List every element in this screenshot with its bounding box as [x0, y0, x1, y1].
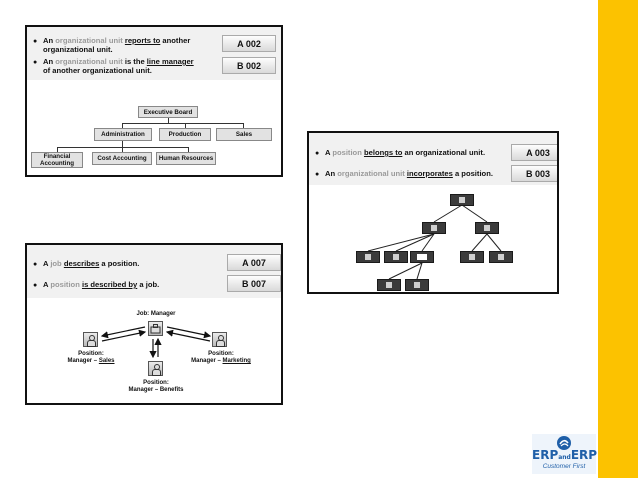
erp-and-erp-logo: ERPandERP Customer First [532, 434, 598, 474]
code-a007: A 007 [227, 254, 281, 271]
org-unit-icon [422, 222, 446, 234]
code-b007: B 007 [227, 275, 281, 292]
relation-text: An organizational unit reports to anothe… [43, 36, 191, 54]
logo-tagline: Customer First [542, 463, 586, 470]
position-icon [377, 279, 401, 291]
org-box-production: Production [159, 128, 211, 141]
relation-arrows [100, 326, 212, 359]
connector [122, 123, 243, 124]
connector [122, 123, 123, 128]
job-manager-label: Job: Manager [136, 311, 176, 317]
org-box-cost-accounting: Cost Accounting [92, 152, 152, 165]
connector [122, 141, 123, 147]
code-b002: B 002 [222, 57, 276, 74]
bullet-icon: ● [33, 282, 38, 289]
org-box-human-resources: Human Resources [156, 152, 216, 165]
org-box-executive-board: Executive Board [138, 106, 198, 118]
org-unit-root-icon [450, 194, 474, 206]
connector [57, 147, 58, 152]
position-marketing-icon [212, 332, 227, 347]
relation-text: An organizational unit incorporates a po… [325, 169, 493, 178]
position-benefits-icon [148, 361, 163, 376]
position-marketing-label: Position:Manager – Marketing [191, 351, 251, 364]
job-icon [148, 321, 163, 336]
position-benefits-label: Position:Manager – Benefits [128, 380, 184, 393]
yellow-side-bar [598, 0, 638, 478]
code-a002: A 002 [222, 35, 276, 52]
position-icon [405, 279, 429, 291]
position-icon [356, 251, 380, 263]
panel-position-org-relations: ● A position belongs to an organizationa… [307, 131, 559, 294]
org-box-financial-accounting: Financial Accounting [31, 152, 83, 168]
org-box-sales: Sales [216, 128, 272, 141]
connector [188, 147, 189, 152]
position-icon [460, 251, 484, 263]
relation-text: An organizational unit is the line manag… [43, 57, 194, 75]
bullet-icon: ● [315, 171, 320, 178]
bullet-icon: ● [33, 59, 38, 66]
position-icon [384, 251, 408, 263]
panel-job-position-relations: ● A job describes a position. A 007 ● A … [25, 243, 283, 405]
bullet-icon: ● [315, 150, 320, 157]
code-a003: A 003 [511, 144, 557, 161]
bullet-icon: ● [33, 261, 38, 268]
logo-swirl-icon [557, 436, 571, 450]
connector [168, 118, 169, 123]
position-icon [489, 251, 513, 263]
connector [243, 123, 244, 128]
connector [122, 147, 123, 152]
relation-text: A job describes a position. [43, 259, 140, 268]
org-unit-icon [475, 222, 499, 234]
code-b003: B 003 [511, 165, 557, 182]
position-sales-label: Position:Manager – Sales [67, 351, 115, 364]
relation-text: A position belongs to an organizational … [325, 148, 486, 157]
org-unit-icon [410, 251, 434, 263]
panel-org-unit-relations: ● An organizational unit reports to anot… [25, 25, 283, 177]
position-sales-icon [83, 332, 98, 347]
org-box-administration: Administration [94, 128, 152, 141]
connector [185, 123, 186, 128]
connector [57, 147, 189, 148]
relation-text: A position is described by a job. [43, 280, 160, 289]
logo-brand: ERPandERP [532, 448, 598, 462]
bullet-icon: ● [33, 38, 38, 45]
org-tree-diagram [367, 204, 502, 280]
